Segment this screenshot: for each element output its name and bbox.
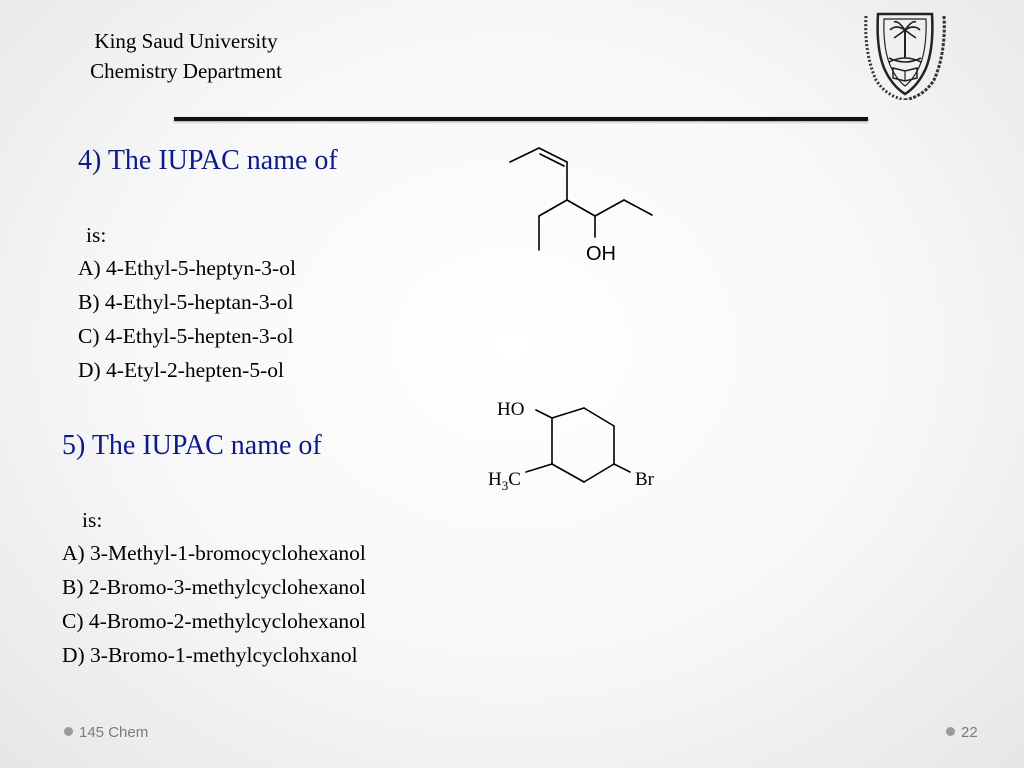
bullet-icon: [64, 726, 73, 736]
footer-course: 145 Chem: [64, 724, 148, 741]
header-divider: [174, 117, 868, 121]
option-d: D) 4-Etyl-2-hepten-5-ol: [78, 358, 284, 382]
question5-is-label: is:: [82, 508, 103, 532]
br-label: Br: [635, 469, 655, 490]
option-c: C) 4-Bromo-2-methylcyclohexanol: [62, 609, 366, 633]
question5-structure: HO H3C Br: [488, 399, 655, 493]
ho-label: HO: [497, 399, 524, 420]
question4-title: 4) The IUPAC name of: [78, 145, 338, 176]
ksu-emblem-icon: [856, 8, 954, 102]
option-a: A) 4-Ethyl-5-heptyn-3-ol: [78, 256, 296, 280]
option-d: D) 3-Bromo-1-methylcyclohxanol: [62, 643, 358, 667]
university-name: King Saud University: [94, 29, 278, 53]
page-number: 22: [961, 724, 978, 741]
bullet-icon: [946, 726, 955, 736]
option-b: B) 2-Bromo-3-methylcyclohexanol: [62, 575, 366, 599]
question4-options: A) 4-Ethyl-5-heptyn-3-ol B) 4-Ethyl-5-he…: [78, 251, 296, 387]
option-c: C) 4-Ethyl-5-hepten-3-ol: [78, 324, 294, 348]
footer-page: 22: [946, 724, 978, 741]
h3c-label: H3C: [488, 469, 521, 493]
option-a: A) 3-Methyl-1-bromocyclohexanol: [62, 541, 366, 565]
option-b: B) 4-Ethyl-5-heptan-3-ol: [78, 290, 294, 314]
question5-options: A) 3-Methyl-1-bromocyclohexanol B) 2-Bro…: [62, 536, 366, 672]
department-name: Chemistry Department: [90, 59, 282, 83]
course-label: 145 Chem: [79, 724, 149, 741]
oh-label: OH: [586, 243, 616, 265]
question5-title: 5) The IUPAC name of: [62, 430, 322, 461]
question4-structure: OH: [509, 147, 653, 265]
header-title: King Saud University Chemistry Departmen…: [66, 26, 306, 86]
question4-is-label: is:: [86, 223, 107, 247]
